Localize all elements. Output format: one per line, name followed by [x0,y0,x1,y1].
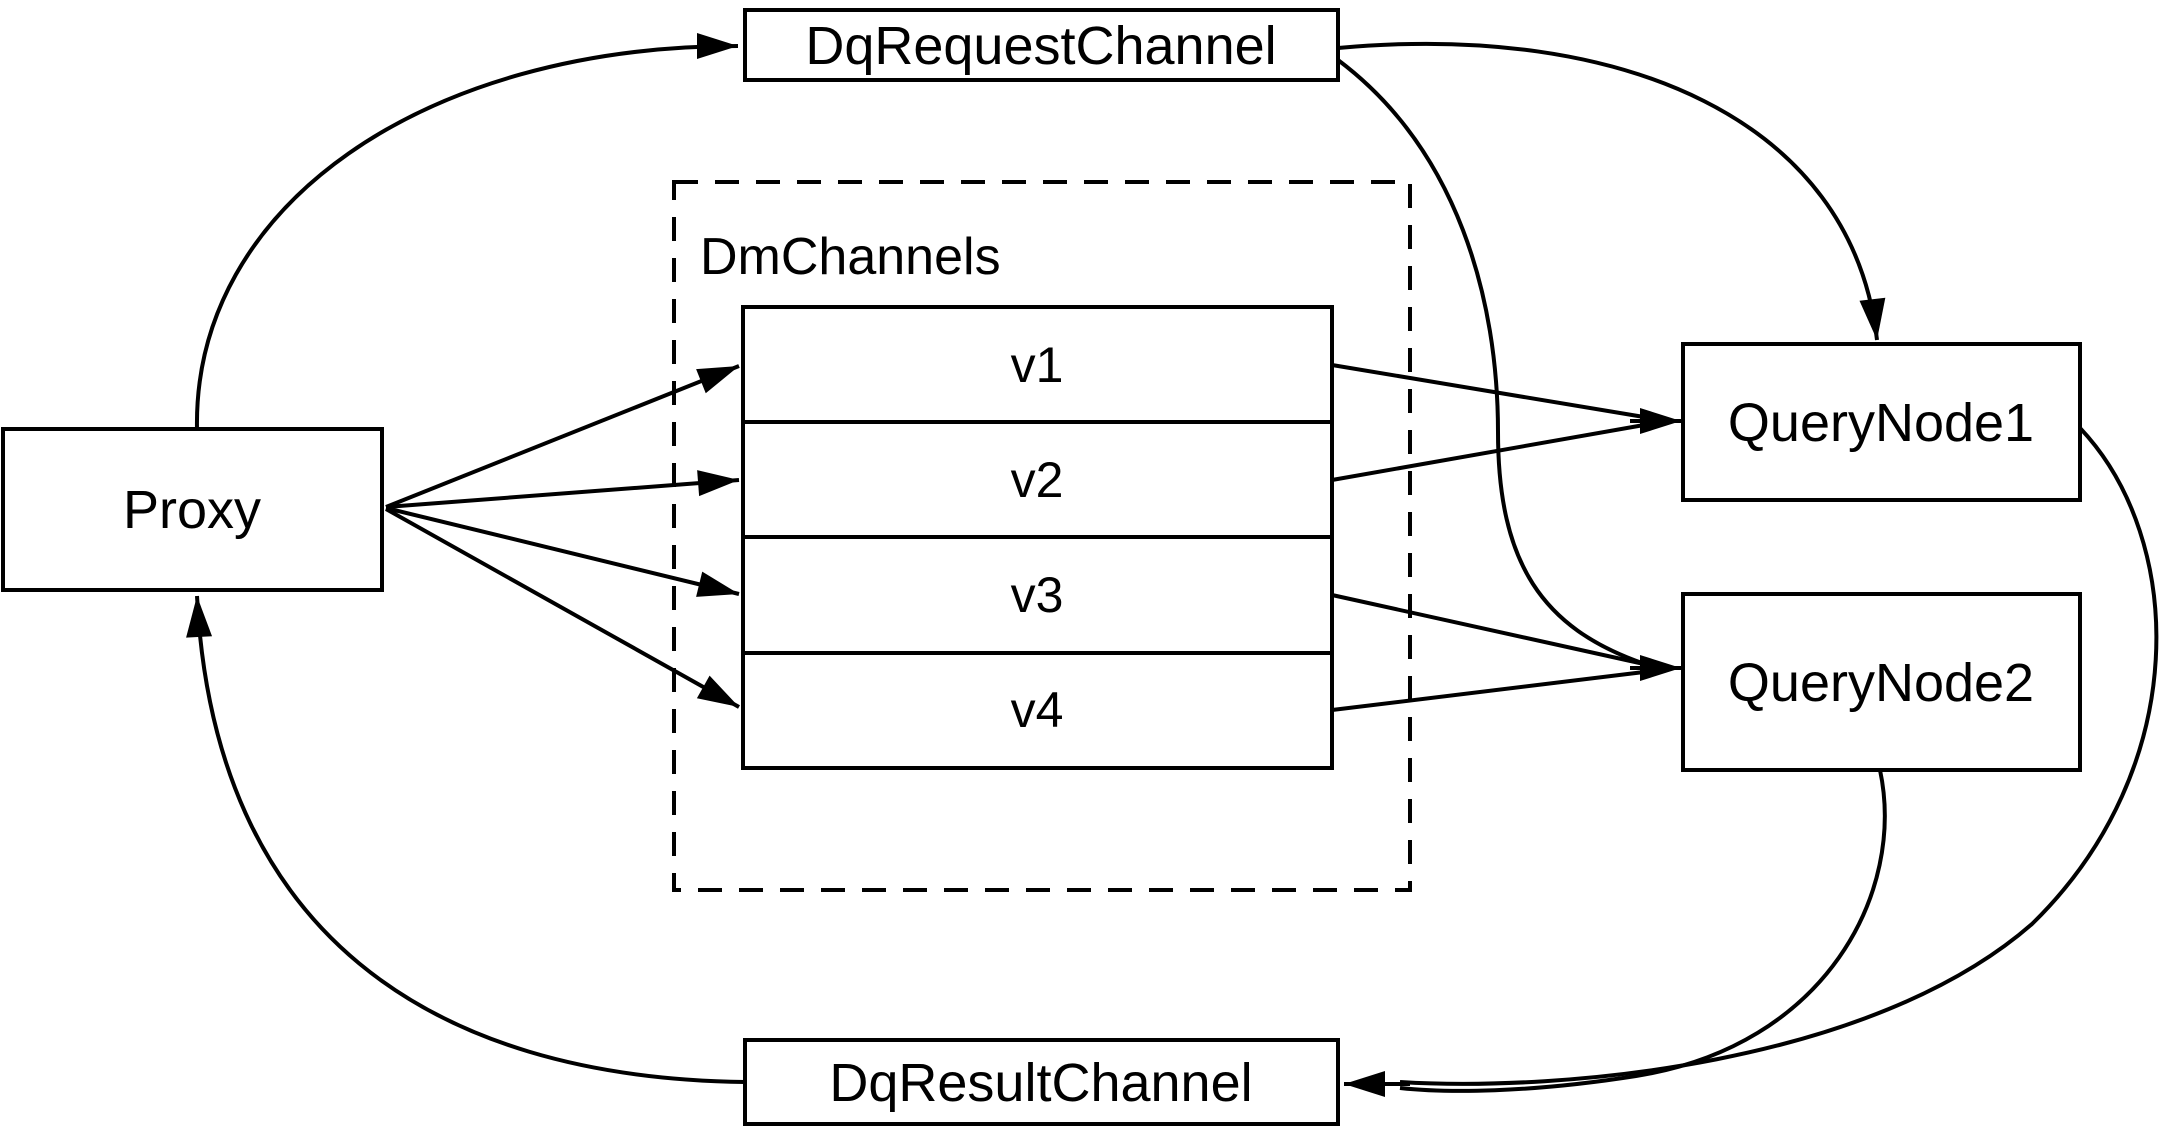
proxy-label: Proxy [123,480,261,540]
edge-dqrequestchannel-to-querynode2 [1336,58,1643,665]
dq-request-channel-box [743,8,1340,82]
edge-dqresultchannel-to-proxy [186,595,746,1084]
dm-channels-group: DmChannels v1 v2 v3 v4 [672,180,1412,892]
edge-v2-to-querynode1 [1331,423,1645,482]
query-node-2-label: QueryNode2 [1728,653,2034,713]
edge-layer [186,33,2159,1097]
dm-channels-group-label: DmChannels [700,228,1001,286]
edge-v4-to-querynode2 [1331,670,1645,712]
query-node-2-box [1681,592,2082,772]
edge-dqrequestchannel-to-querynode1 [1337,41,1886,341]
edge-proxy-to-v3 [385,506,740,597]
channel-stack: v1 v2 v3 v4 [741,305,1334,770]
query-node-1-box [1681,342,2082,502]
node-dq-request-channel: DqRequestChannel [743,8,1340,82]
channel-v4-label: v4 [1011,682,1064,738]
edge-v1-to-querynode1 [1331,363,1645,419]
node-query-node-2: QueryNode2 [1681,592,2082,772]
edge-proxy-to-v4 [385,507,740,709]
edge-proxy-to-v2 [385,470,740,509]
channel-v1-label: v1 [1011,337,1064,393]
dq-result-channel-label: DqResultChannel [829,1053,1252,1113]
edge-proxy-to-v1 [385,364,740,509]
channel-v3-label: v3 [1011,567,1064,623]
edge-querynode1-to-dqresultchannel [1399,426,2159,1086]
dq-result-channel-box [743,1038,1340,1126]
dq-request-channel-label: DqRequestChannel [805,16,1276,76]
dm-channels-dashed-border [672,180,1412,892]
channel-v2-label: v2 [1011,452,1064,508]
edge-proxy-to-dqrequestchannel [194,33,739,430]
node-query-node-1: QueryNode1 [1681,342,2082,502]
proxy-box [1,427,384,592]
node-dq-result-channel: DqResultChannel [743,1038,1340,1126]
edge-querynode2-to-dqresultchannel [1399,769,1887,1093]
query-node-1-label: QueryNode1 [1728,393,2034,453]
node-proxy: Proxy [1,427,384,592]
edge-v3-to-querynode2 [1331,593,1645,666]
